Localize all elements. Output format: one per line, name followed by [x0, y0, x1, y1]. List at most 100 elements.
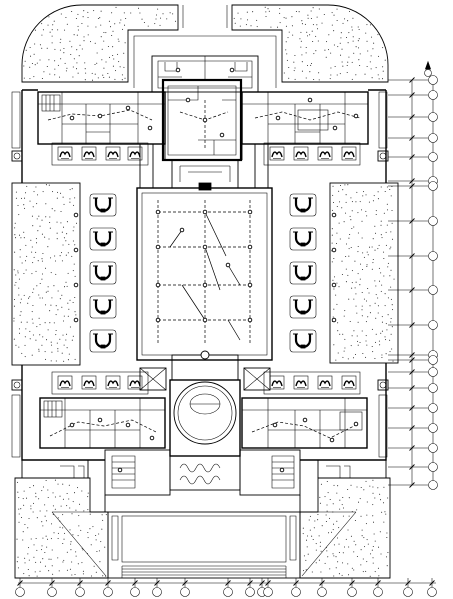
- column: [11, 150, 23, 162]
- ornament-panel: [105, 375, 121, 390]
- dimension-tick: [409, 425, 415, 431]
- grid-bubble-icon: [427, 587, 437, 597]
- right-wing-north-partitions: [242, 92, 368, 144]
- ornament-panel-motif: [129, 151, 141, 158]
- ornament-panel: [269, 146, 285, 161]
- hatch-dots-top-left: [23, 6, 177, 81]
- dimension-tick: [225, 580, 231, 586]
- ornament-panel-frame: [269, 375, 285, 390]
- dimension-tick: [409, 445, 415, 451]
- ornament-panel-frame: [105, 375, 121, 390]
- grid-bubble-icon: [428, 285, 438, 295]
- ornament-panel: [57, 375, 73, 390]
- light-fixture-icon: [73, 317, 79, 323]
- ornament-panel-motif: [343, 151, 355, 158]
- top-annex-partitions: [157, 56, 253, 89]
- ornament-panels: [57, 146, 357, 390]
- ornament-panel: [341, 146, 357, 161]
- north-arrow-pointer: [424, 60, 432, 70]
- light-fixture-icon: [353, 113, 359, 119]
- ornament-band-frame-nw: [51, 142, 149, 166]
- left-wing-north-partitions: [38, 92, 165, 144]
- dimension-tick: [409, 154, 415, 160]
- seat-niche-frame: [289, 193, 317, 217]
- grid-bubble-icon: [75, 587, 85, 597]
- dimension-tick: [409, 253, 415, 259]
- seat-niche: [89, 295, 117, 319]
- east-terrace-outline: [329, 182, 399, 364]
- light-fixture-icon: [331, 247, 337, 253]
- light-fixture-icon: [175, 67, 181, 73]
- grid-bubble-icon: [373, 587, 383, 597]
- seat-niche-base: [100, 344, 106, 349]
- ornament-panel: [317, 146, 333, 161]
- light-fixture-icon: [202, 317, 208, 323]
- right-wing-north-wiring: [254, 111, 361, 121]
- grid-bubble-icon: [245, 587, 255, 597]
- light-fixture-icon: [149, 435, 155, 441]
- seat-niche: [289, 261, 317, 285]
- seat-niche-frame: [89, 329, 117, 353]
- grid-bubble-icon: [428, 355, 438, 365]
- ornament-panel: [81, 146, 97, 161]
- column: [377, 379, 389, 391]
- ornament-panel: [105, 146, 121, 161]
- light-fixture-icon: [117, 467, 123, 473]
- dimension-tick: [409, 77, 415, 83]
- left-wing-north-restroom: [41, 94, 61, 112]
- grid-bubble-icon: [428, 443, 438, 453]
- light-fixture-icon: [69, 422, 75, 428]
- ornament-panel-frame: [293, 146, 309, 161]
- light-fixture-icon: [125, 422, 131, 428]
- light-fixture-icon: [225, 262, 231, 268]
- north-notch-lines: [182, 5, 228, 28]
- seat-niche: [289, 295, 317, 319]
- grid-bubble-icon: [428, 181, 438, 191]
- ornament-panel: [293, 146, 309, 161]
- ornament-panel: [81, 375, 97, 390]
- column-core: [379, 152, 387, 160]
- seat-niche-frame: [289, 227, 317, 251]
- central-hall-circuit-runs: [169, 211, 241, 341]
- seat-niche-frame: [289, 295, 317, 319]
- seat-niche-frame: [89, 227, 117, 251]
- left-wing-south: [39, 397, 166, 449]
- ornament-panel: [317, 375, 333, 390]
- grid-bubble-icon: [428, 216, 438, 226]
- grid-bubble-icon: [428, 403, 438, 413]
- seat-niche-base: [300, 276, 306, 281]
- dimension-tick: [259, 580, 265, 586]
- south-entry-steps: [121, 565, 287, 578]
- ornament-panel-frame: [127, 146, 143, 161]
- seat-niche-base: [100, 276, 106, 281]
- north-terrace-right-outline: [231, 4, 389, 83]
- dimension-tick: [409, 482, 415, 488]
- light-fixture-icon: [229, 67, 235, 73]
- seat-niche-base: [300, 242, 306, 247]
- dimension-tick: [375, 580, 381, 586]
- left-wing-south-partitions: [40, 398, 165, 448]
- ornament-panel-frame: [341, 375, 357, 390]
- light-fixture-icon: [202, 244, 208, 250]
- north-arrow-ring: [424, 69, 432, 77]
- ornament-panel-motif: [343, 380, 355, 387]
- east-pier-south: [378, 394, 388, 458]
- west-terrace-outline: [11, 182, 81, 366]
- ornament-panel-motif: [83, 151, 95, 158]
- spiral-stair-symbol: [179, 463, 221, 485]
- ornament-panel-motif: [271, 151, 283, 158]
- ornament-panel: [341, 375, 357, 390]
- grid-bubble-icon: [103, 587, 113, 597]
- light-fixture-icon: [247, 282, 253, 288]
- seat-niche-base: [100, 208, 106, 213]
- ornament-panel-frame: [317, 146, 333, 161]
- dimension-tick: [409, 114, 415, 120]
- light-fixture-icon: [73, 247, 79, 253]
- seat-niche-base: [100, 310, 106, 315]
- seat-niche-frame: [89, 295, 117, 319]
- grid-bubble-icon: [428, 90, 438, 100]
- light-fixture-icon: [147, 125, 153, 131]
- east-pier-north: [378, 91, 388, 149]
- column: [11, 379, 23, 391]
- grid-bubble-icon: [130, 587, 140, 597]
